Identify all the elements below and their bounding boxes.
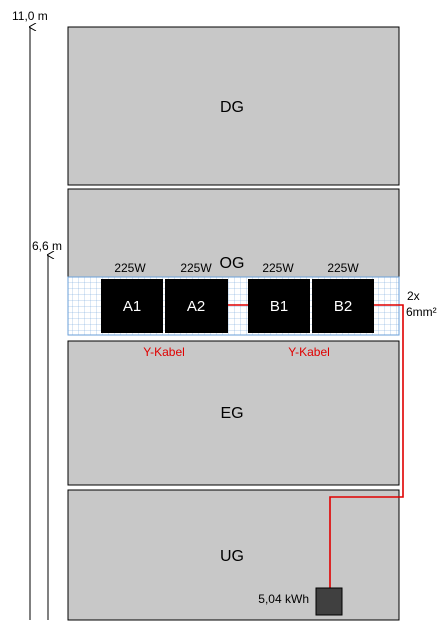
wire-to-battery — [329, 304, 404, 588]
panel-label-b1: B1 — [270, 298, 288, 315]
panel-label-a2: A2 — [187, 298, 205, 315]
floor-label-ug: UG — [220, 548, 244, 565]
panel-a1 — [101, 279, 163, 333]
cable-label-right: Y-Kabel — [288, 345, 330, 359]
floor-label-og: OG — [220, 255, 245, 272]
panel-watt-b2: 225W — [327, 261, 359, 275]
cable-spec-line1: 2x — [407, 289, 420, 303]
panel-b1 — [248, 279, 310, 333]
floor-ug — [67, 489, 400, 621]
panel-watt-b1: 225W — [262, 261, 294, 275]
battery-box — [315, 587, 343, 616]
panel-b2 — [312, 279, 374, 333]
floor-eg — [67, 340, 400, 486]
panel-watt-a2: 225W — [180, 261, 212, 275]
panel-watt-a1: 225W — [114, 261, 146, 275]
floor-label-eg: EG — [220, 405, 243, 422]
panel-label-a1: A1 — [123, 298, 141, 315]
battery-capacity: 5,04 kWh — [258, 592, 309, 606]
cable-spec-line2: 6mm² — [406, 305, 437, 319]
height-label-11m: 11,0 m — [12, 9, 48, 23]
panel-a2 — [165, 279, 228, 333]
floor-label-dg: DG — [220, 99, 244, 116]
cable-label-left: Y-Kabel — [143, 345, 185, 359]
height-label-6-6m: 6,6 m — [32, 239, 62, 253]
floor-dg — [67, 26, 400, 186]
panel-label-b2: B2 — [334, 298, 352, 315]
